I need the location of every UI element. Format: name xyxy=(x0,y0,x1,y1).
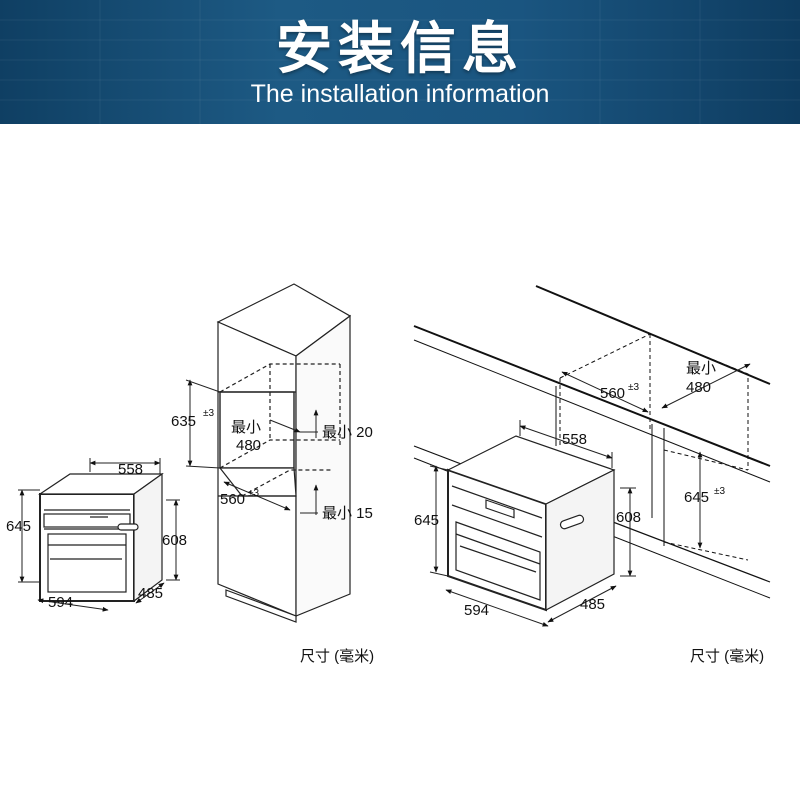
right-width: 594 xyxy=(464,602,489,619)
right-niche-width: 560 xyxy=(600,385,625,402)
left-top-width: 558 xyxy=(118,461,143,478)
right-oven-dimensions xyxy=(429,363,751,627)
left-oven-dimensions xyxy=(18,458,180,612)
banner-texture xyxy=(0,0,800,124)
right-niche-width-tol: ±3 xyxy=(628,382,639,393)
right-niche-height: 645 xyxy=(684,489,709,506)
unit-label-left: 尺寸 (毫米) xyxy=(300,647,374,665)
right-oven xyxy=(446,435,616,612)
unit-label-right: 尺寸 (毫米) xyxy=(690,647,764,665)
header-banner: 安装信息 The installation information xyxy=(0,0,800,124)
right-niche-height-tol: ±3 xyxy=(714,486,725,497)
cabinet-min-label: 最小 xyxy=(231,419,261,436)
cabinet-gap-top: 最小 20 xyxy=(322,424,373,441)
cabinet-niche-width: 560 xyxy=(220,491,245,508)
installation-diagram: 558 645 608 594 485 635 ±3 最小 480 560 ± xyxy=(6,283,771,665)
right-depth: 485 xyxy=(580,596,605,613)
left-depth: 485 xyxy=(138,585,163,602)
left-height: 645 xyxy=(6,518,31,535)
right-top-width: 558 xyxy=(562,431,587,448)
left-width: 594 xyxy=(48,594,73,611)
right-height: 645 xyxy=(414,512,439,529)
cabinet-min-depth: 480 xyxy=(236,437,261,454)
cabinet-niche-width-tol: ±3 xyxy=(248,488,259,499)
left-front-height: 608 xyxy=(162,532,187,549)
cabinet-dimensions xyxy=(185,379,319,515)
right-min-label: 最小 xyxy=(686,360,716,377)
right-front-height: 608 xyxy=(616,509,641,526)
cabinet-niche-height: 635 xyxy=(171,413,196,430)
page-title: 安装信息 xyxy=(276,17,524,82)
right-min-depth: 480 xyxy=(686,379,711,396)
cabinet-gap-bottom: 最小 15 xyxy=(322,505,373,522)
page-subtitle: The installation information xyxy=(250,80,550,108)
cabinet-niche-height-tol: ±3 xyxy=(203,408,214,419)
left-oven xyxy=(38,472,164,603)
